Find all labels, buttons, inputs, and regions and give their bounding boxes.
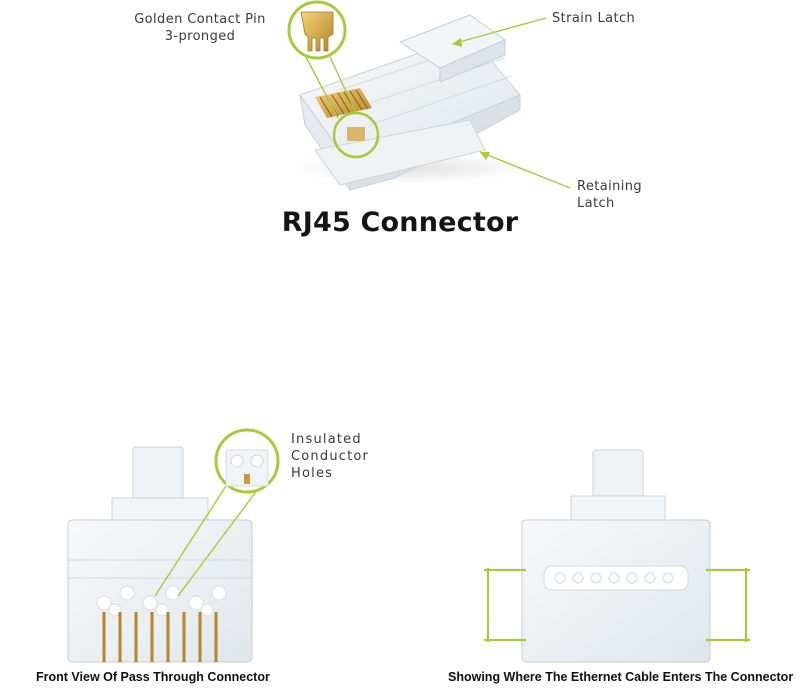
callout-retaining-line2: Latch (577, 196, 615, 211)
callout-golden-pin: Golden Contact Pin 3-pronged (130, 11, 270, 45)
front-view-connector (67, 446, 253, 663)
golden-contact-pins (315, 88, 372, 118)
caption-front-view: Front View Of Pass Through Connector (36, 670, 270, 684)
callout-strain-latch-text: Strain Latch (552, 11, 636, 26)
callout-retaining-latch: Retaining Latch (577, 178, 642, 212)
strain-latch (398, 14, 507, 83)
callout-insulated-line3: Holes (291, 466, 334, 481)
callout-insulated-line2: Conductor (291, 449, 370, 464)
callout-retaining-line1: Retaining (577, 179, 643, 194)
callout-strain-latch: Strain Latch (552, 10, 635, 27)
leader-lines-insulated (154, 485, 259, 597)
callout-golden-pin-line2: 3-pronged (164, 29, 236, 44)
leader-arrowheads-top (452, 38, 490, 160)
insulated-holes-magnifier (214, 428, 280, 494)
golden-pin-magnifier (287, 0, 347, 60)
conductor-holes (96, 585, 227, 617)
cable-entry-conductor-holes (554, 572, 674, 584)
pin-area-detail-icon (347, 127, 365, 141)
callout-golden-pin-line1: Golden Contact Pin (134, 12, 266, 27)
callout-insulated-line1: Insulated (291, 432, 362, 447)
front-view-gold-pins (102, 612, 218, 662)
cable-entry-connector (521, 449, 711, 663)
cable-entry-brackets (484, 568, 750, 642)
leader-lines-top (305, 17, 571, 189)
diagram-title: RJ45 Connector (281, 207, 519, 238)
callout-insulated-holes: Insulated Conductor Holes (291, 431, 369, 482)
caption-cable-entry: Showing Where The Ethernet Cable Enters … (448, 670, 794, 684)
